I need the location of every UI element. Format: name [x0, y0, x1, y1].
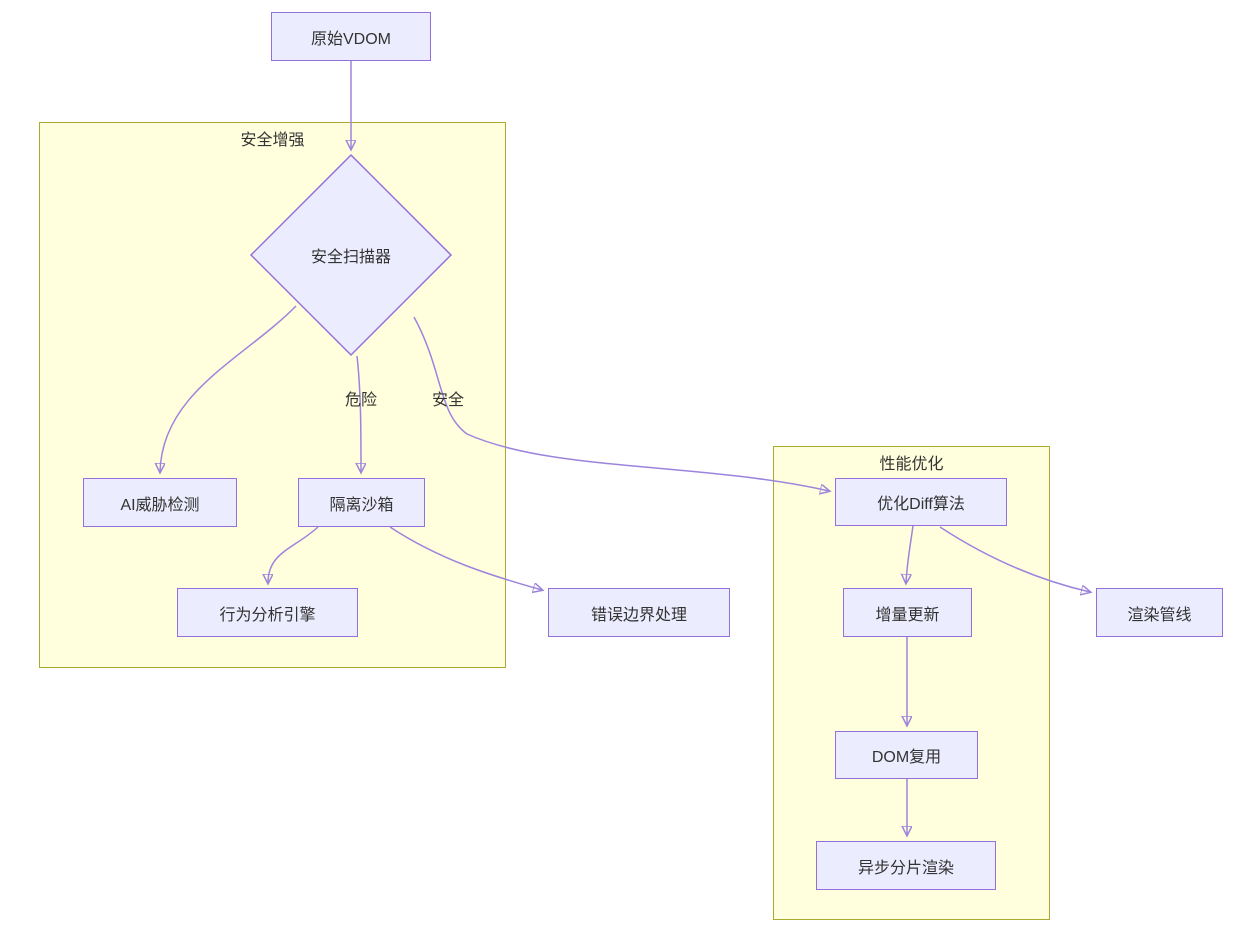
- edge-diff-to-incremental: [906, 525, 914, 583]
- node-async-chunked-rendering-label: 异步分片渲染: [857, 859, 954, 877]
- node-optimized-diff-algorithm-label: 优化Diff算法: [877, 496, 965, 513]
- node-error-boundary-handling-label: 错误边界处理: [590, 606, 687, 624]
- node-ai-threat-detection: AI威胁检测: [83, 478, 237, 527]
- node-isolation-sandbox: 隔离沙箱: [298, 478, 425, 527]
- edge-scanner-to-ai-threat: [160, 305, 297, 472]
- cluster-performance-label: 性能优化: [879, 456, 944, 473]
- node-async-chunked-rendering: 异步分片渲染: [816, 841, 996, 890]
- node-error-boundary-handling: 错误边界处理: [548, 588, 730, 637]
- node-dom-reuse-label: DOM复用: [871, 749, 942, 766]
- node-incremental-update-label: 增量更新: [875, 606, 940, 624]
- node-render-pipeline-label: 渲染管线: [1127, 606, 1192, 624]
- node-raw-vdom-label: 原始VDOM: [310, 30, 391, 48]
- node-security-scanner-label: 安全扫描器: [310, 249, 391, 266]
- node-security-scanner: 安全扫描器: [251, 155, 451, 355]
- node-behavior-analysis-engine: 行为分析引擎: [177, 588, 358, 637]
- node-raw-vdom: 原始VDOM: [271, 12, 431, 61]
- edge-scanner-to-sandbox: [357, 355, 361, 472]
- edge-diff-to-render-pipeline: [939, 526, 1090, 592]
- node-optimized-diff-algorithm: 优化Diff算法: [835, 478, 1007, 526]
- node-dom-reuse: DOM复用: [835, 731, 978, 779]
- security-scanner-diamond-shape: [249, 153, 453, 357]
- edge-sandbox-to-behavior: [268, 526, 319, 583]
- node-isolation-sandbox-label: 隔离沙箱: [329, 496, 394, 514]
- node-ai-threat-detection-label: AI威胁检测: [120, 496, 200, 514]
- edge-label-danger: 危险: [344, 392, 378, 409]
- edge-scanner-to-diff: [413, 316, 829, 491]
- node-incremental-update: 增量更新: [843, 588, 972, 637]
- edge-label-safe: 安全: [431, 392, 465, 409]
- cluster-security-label: 安全增强: [240, 132, 305, 149]
- node-render-pipeline: 渲染管线: [1096, 588, 1223, 637]
- node-behavior-analysis-engine-label: 行为分析引擎: [219, 606, 316, 624]
- edge-sandbox-to-error-boundary: [389, 526, 542, 590]
